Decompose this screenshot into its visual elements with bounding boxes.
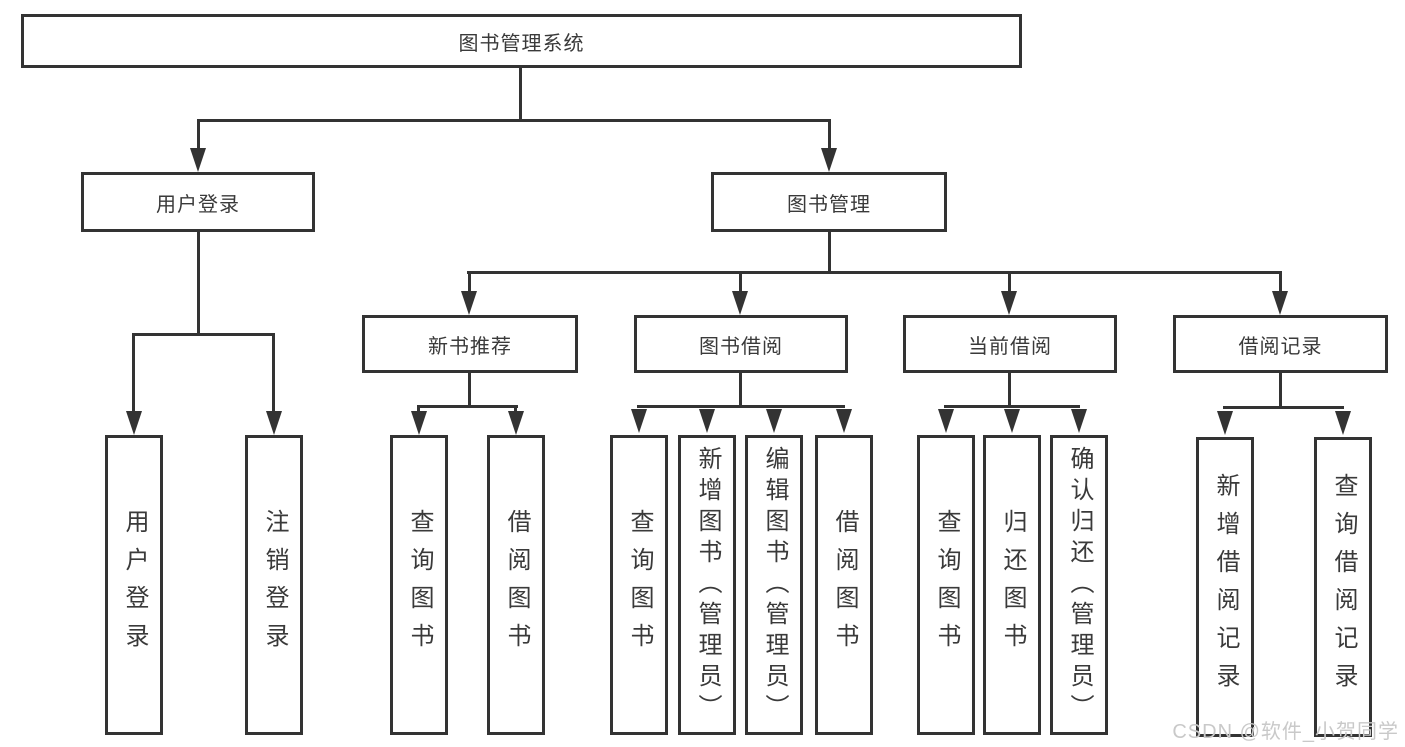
node-book-management: 图书管理 — [711, 172, 947, 232]
leaf-user-login-label: 用户登录 — [121, 509, 148, 661]
arrow-down-icon — [190, 148, 206, 172]
leaf-add-book-admin-label: 新增图书（管理员） — [694, 445, 721, 725]
node-book-borrow: 图书借阅 — [634, 315, 848, 373]
connector-borrow-records-hbar — [1223, 406, 1344, 409]
leaf-query-borrow-record-label: 查询借阅记录 — [1330, 473, 1357, 701]
connector-current-borrow-drop — [1008, 373, 1011, 408]
leaf-return-book: 归还图书 — [983, 435, 1041, 735]
connector-leaf-stem — [132, 333, 135, 413]
connector-user-login-hbar — [132, 333, 274, 336]
leaf-query-books-borrow: 查询图书 — [610, 435, 668, 735]
node-book-borrow-label: 图书借阅 — [699, 335, 783, 358]
node-user-login-label: 用户登录 — [156, 193, 240, 216]
arrow-down-icon — [1071, 409, 1087, 433]
node-root-label: 图书管理系统 — [458, 32, 585, 55]
leaf-confirm-return-admin-label: 确认归还（管理员） — [1066, 445, 1093, 725]
arrow-down-icon — [699, 409, 715, 433]
arrow-down-icon — [266, 411, 282, 435]
connector-book-borrow-drop — [739, 373, 742, 408]
arrow-down-icon — [461, 291, 477, 315]
leaf-query-books-recommend: 查询图书 — [390, 435, 448, 735]
leaf-query-books-recommend-label: 查询图书 — [406, 509, 433, 661]
leaf-borrow-books-label: 借阅图书 — [831, 509, 858, 661]
connector-leaf-stem — [514, 405, 517, 415]
arrow-down-icon — [508, 411, 524, 435]
csdn-watermark: CSDN @软件_小贺同学 — [1172, 721, 1399, 743]
connector-root-hbar — [197, 119, 831, 122]
leaf-borrow-books-recommend-label: 借阅图书 — [503, 509, 530, 661]
leaf-edit-book-admin-label: 编辑图书（管理员） — [761, 445, 788, 725]
arrow-down-icon — [938, 409, 954, 433]
arrow-down-icon — [1217, 411, 1233, 435]
connector-new-book-hbar — [417, 405, 518, 408]
leaf-logout: 注销登录 — [245, 435, 303, 735]
arrow-down-icon — [631, 409, 647, 433]
arrow-down-icon — [821, 148, 837, 172]
node-root: 图书管理系统 — [21, 14, 1022, 68]
leaf-add-borrow-record: 新增借阅记录 — [1196, 437, 1254, 737]
connector-book-mgmt-drop — [828, 232, 831, 274]
arrow-down-icon — [1335, 411, 1351, 435]
connector-user-login-drop — [197, 232, 200, 336]
arrow-down-icon — [1004, 409, 1020, 433]
connector-book-mgmt-hbar — [467, 271, 1281, 274]
arrow-down-icon — [766, 409, 782, 433]
leaf-edit-book-admin: 编辑图书（管理员） — [745, 435, 803, 735]
leaf-add-borrow-record-label: 新增借阅记录 — [1212, 473, 1239, 701]
node-borrow-records-label: 借阅记录 — [1238, 335, 1323, 358]
connector-leaf-stem — [417, 405, 420, 415]
connector-book-borrow-hbar — [637, 405, 845, 408]
node-current-borrow: 当前借阅 — [903, 315, 1117, 373]
connector-current-borrow-hbar — [944, 405, 1080, 408]
leaf-add-book-admin: 新增图书（管理员） — [678, 435, 736, 735]
arrow-down-icon — [126, 411, 142, 435]
connector-l3-stem — [739, 271, 742, 293]
connector-l3-stem — [468, 271, 471, 293]
node-new-book-recommend: 新书推荐 — [362, 315, 578, 373]
leaf-return-book-label: 归还图书 — [999, 509, 1026, 661]
node-book-management-label: 图书管理 — [787, 193, 871, 216]
leaf-logout-label: 注销登录 — [261, 509, 288, 661]
connector-new-book-drop — [468, 373, 471, 408]
node-user-login: 用户登录 — [81, 172, 315, 232]
connector-l3-stem — [1008, 271, 1011, 293]
connector-user-login-stem — [197, 119, 200, 151]
connector-book-mgmt-stem — [828, 119, 831, 151]
connector-leaf-stem — [272, 333, 275, 413]
arrow-down-icon — [732, 291, 748, 315]
arrow-down-icon — [1001, 291, 1017, 315]
leaf-query-books-current: 查询图书 — [917, 435, 975, 735]
leaf-query-borrow-record: 查询借阅记录 — [1314, 437, 1372, 737]
leaf-borrow-books-recommend: 借阅图书 — [487, 435, 545, 735]
arrow-down-icon — [1272, 291, 1288, 315]
connector-borrow-records-drop — [1279, 373, 1282, 409]
node-new-book-recommend-label: 新书推荐 — [428, 335, 512, 358]
connector-l3-stem — [1279, 271, 1282, 293]
node-borrow-records: 借阅记录 — [1173, 315, 1388, 373]
node-current-borrow-label: 当前借阅 — [968, 335, 1052, 358]
leaf-borrow-books: 借阅图书 — [815, 435, 873, 735]
leaf-user-login: 用户登录 — [105, 435, 163, 735]
leaf-query-books-current-label: 查询图书 — [933, 509, 960, 661]
leaf-query-books-borrow-label: 查询图书 — [626, 509, 653, 661]
leaf-confirm-return-admin: 确认归还（管理员） — [1050, 435, 1108, 735]
arrow-down-icon — [836, 409, 852, 433]
connector-root-drop — [519, 68, 522, 121]
arrow-down-icon — [411, 411, 427, 435]
